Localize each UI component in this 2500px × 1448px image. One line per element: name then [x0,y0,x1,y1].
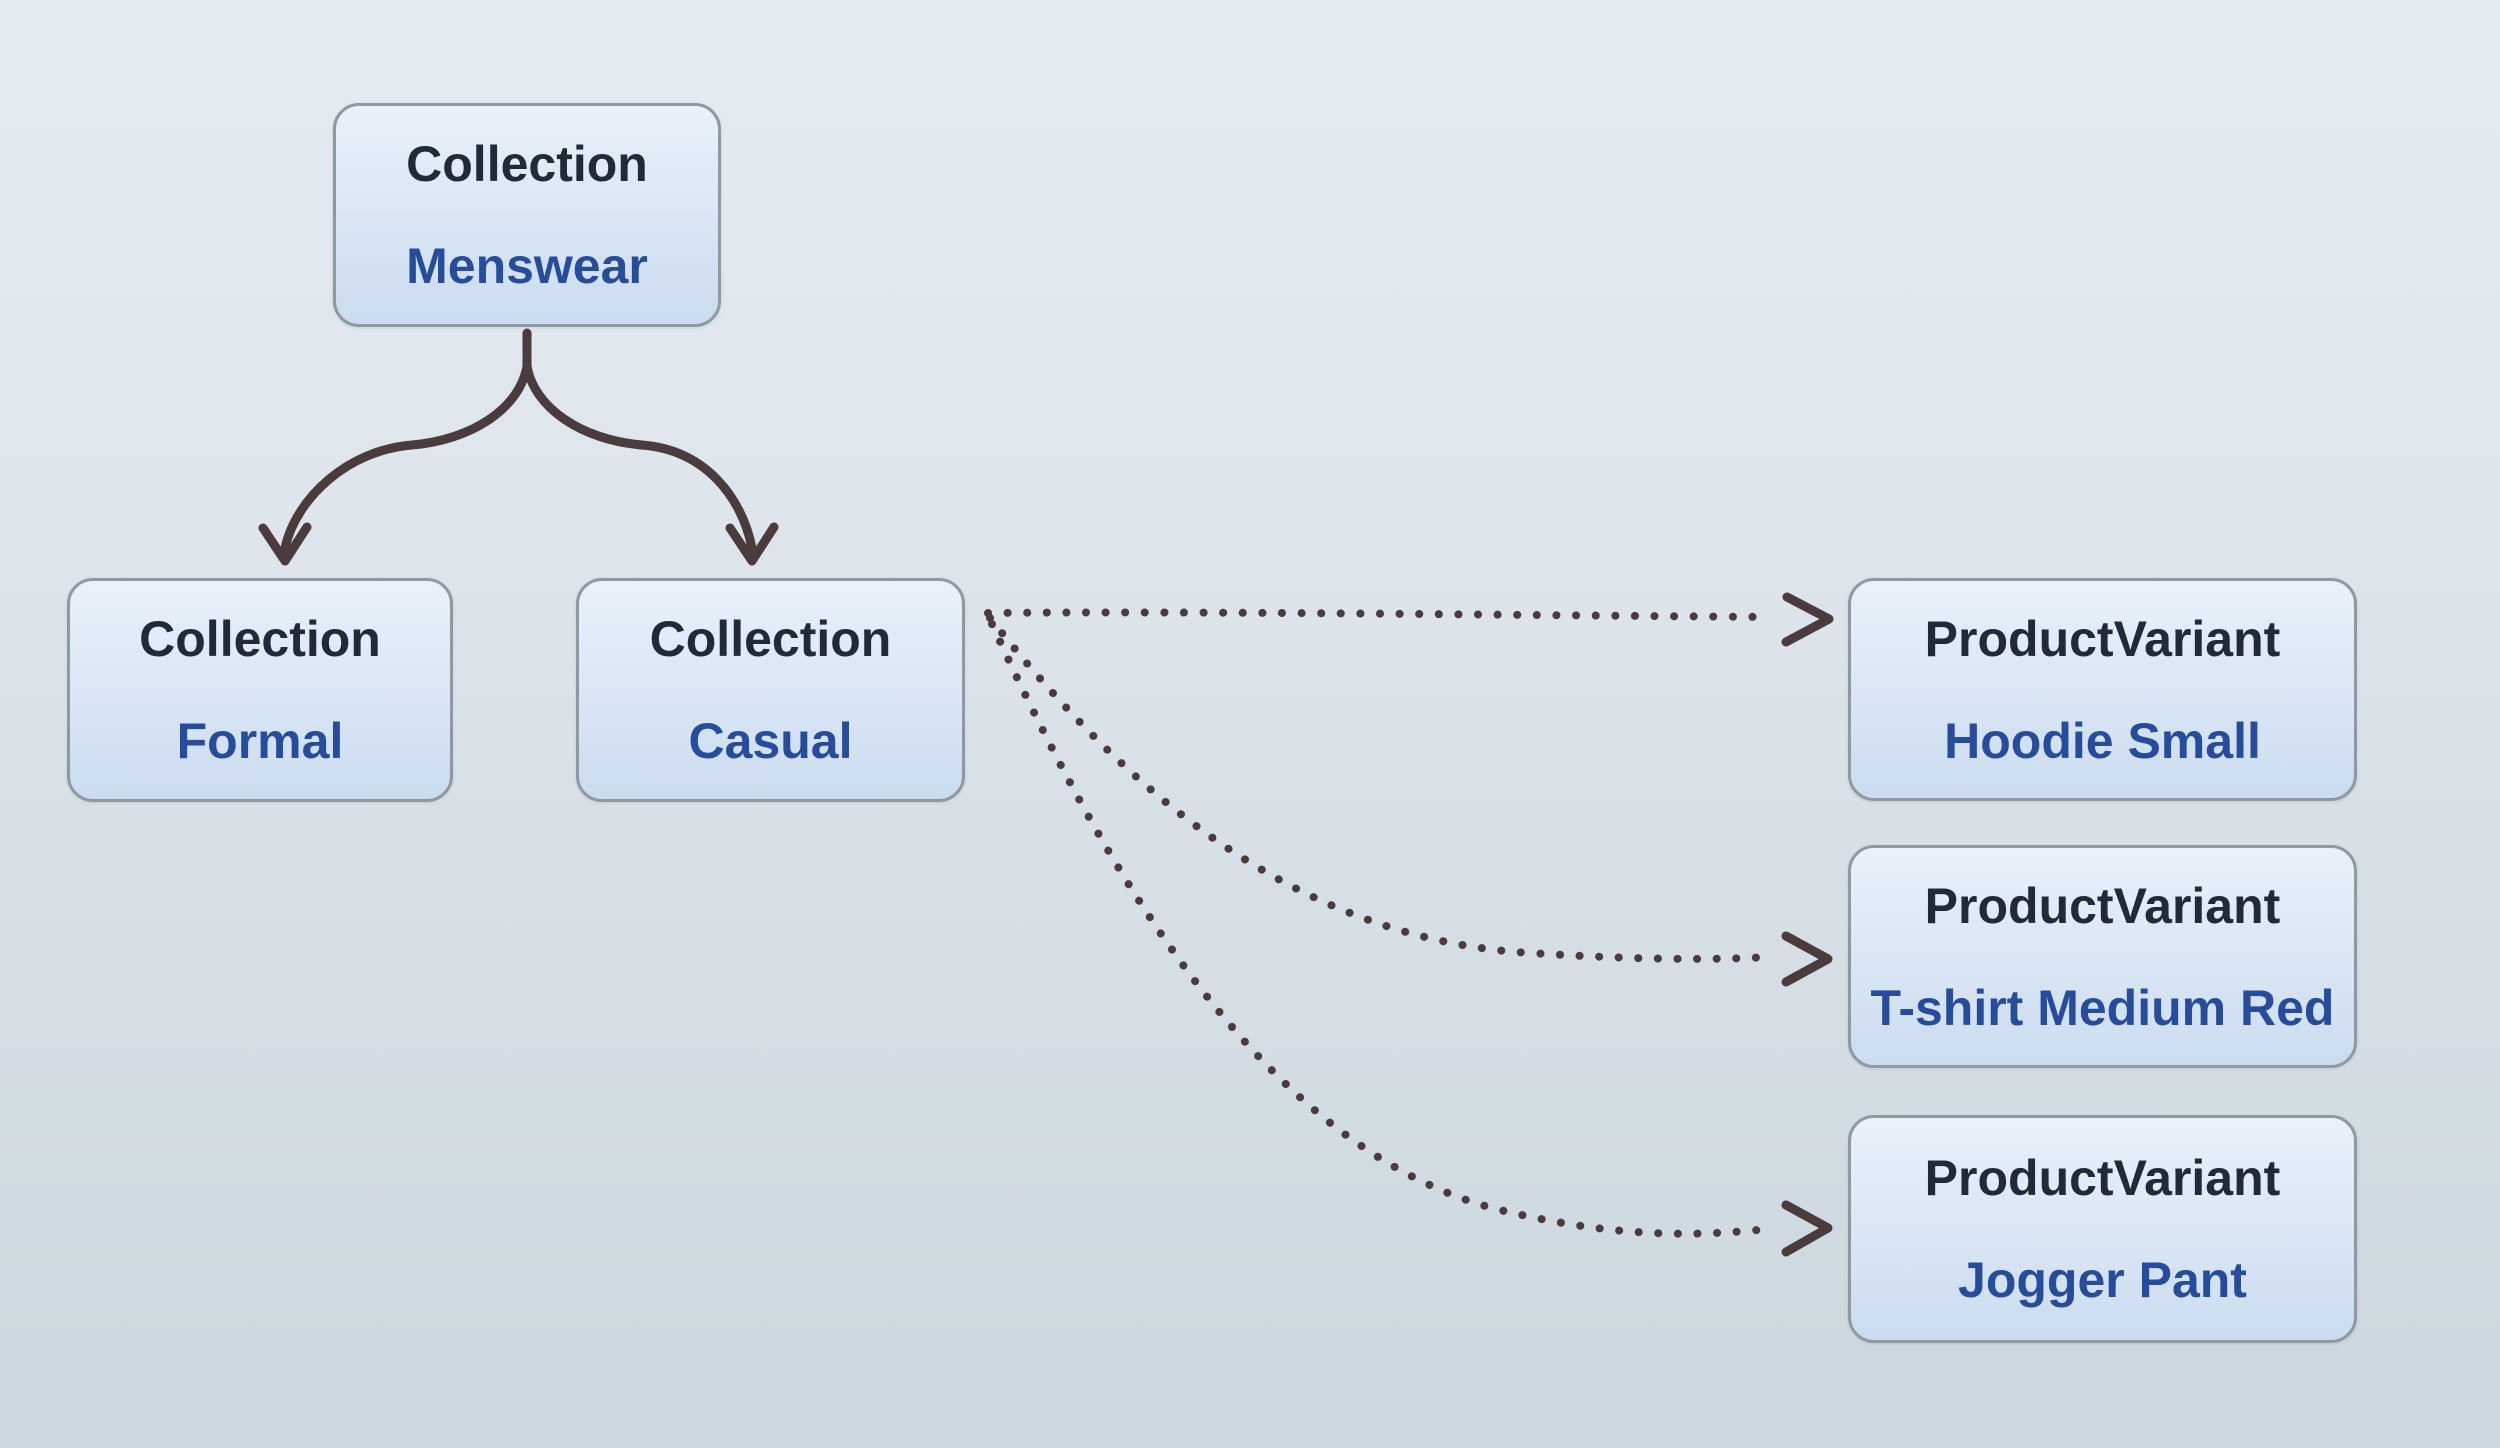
node-type-label: ProductVariant [1924,610,2281,667]
node-collection-menswear: Collection Menswear [333,103,721,327]
edge-menswear-formal [280,361,532,553]
edge-casual-hoodie [984,608,1770,621]
edge-menswear-formal-arrowhead-icon [258,522,312,566]
node-type-label: Collection [649,611,892,667]
node-type-label: ProductVariant [1924,1150,2281,1206]
node-name-label: Formal [176,713,344,769]
edge-menswear-casual [522,361,757,553]
node-name-label: Casual [688,713,853,769]
node-collection-casual: Collection Casual [576,578,965,802]
edge-casual-tshirt [986,614,1772,963]
node-type-label: Collection [406,136,648,192]
node-name-label: Hoodie Small [1944,712,2261,769]
node-type-label: Collection [139,611,381,667]
node-type-label: ProductVariant [1924,877,2281,934]
node-name-label: T-shirt Medium Red [1870,979,2335,1036]
edge-casual-jogger-arrowhead-icon [1781,1200,1833,1257]
node-name-label: Jogger Pant [1958,1252,2247,1308]
node-productvariant-hoodie-small: ProductVariant Hoodie Small [1848,578,2357,801]
node-productvariant-jogger-pant: ProductVariant Jogger Pant [1848,1115,2357,1343]
edge-casual-hoodie-arrowhead-icon [1781,592,1834,647]
edge-menswear-casual-arrowhead-icon [725,522,779,566]
node-collection-formal: Collection Formal [67,578,453,802]
edge-casual-tshirt-arrowhead-icon [1781,931,1833,987]
node-name-label: Menswear [406,238,648,294]
node-productvariant-tshirt-medium-red: ProductVariant T-shirt Medium Red [1848,845,2357,1068]
edge-casual-jogger [988,620,1772,1238]
